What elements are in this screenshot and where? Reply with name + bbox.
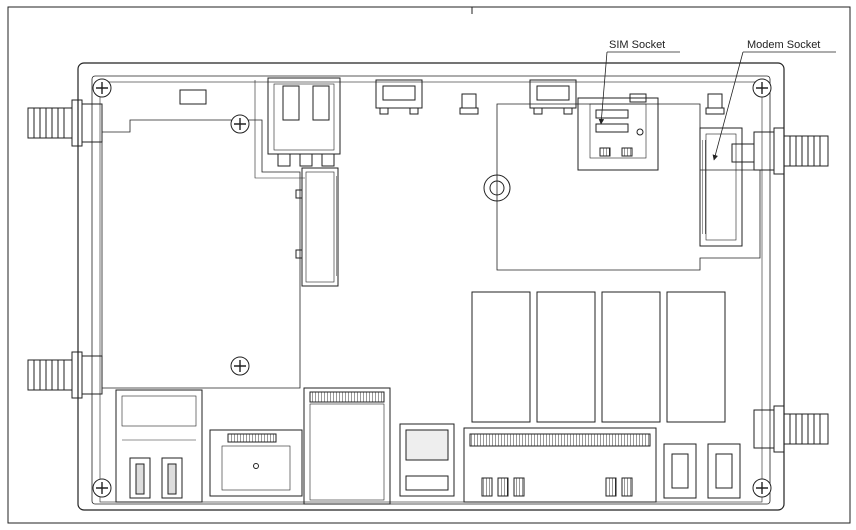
mpcie-slot	[295, 167, 339, 287]
standoff	[483, 174, 511, 202]
callout-sim-socket: SIM Socket	[598, 39, 680, 125]
usb-small	[399, 423, 455, 497]
rj45-jack	[115, 389, 203, 503]
callout-modem-socket: Modem Socket	[712, 39, 836, 161]
modem-pcb	[496, 103, 761, 271]
screw-icon	[230, 356, 250, 376]
enclosure	[77, 62, 785, 511]
screw-icon	[92, 478, 112, 498]
modem-socket	[699, 127, 755, 247]
terminal-block	[463, 427, 657, 503]
antenna-right-bottom	[753, 405, 829, 453]
pcb-edge-trace	[254, 80, 305, 179]
antenna-left-top	[27, 99, 103, 147]
diagram-frame	[7, 6, 851, 524]
sim-socket	[577, 97, 659, 171]
usb-connector-top	[267, 77, 341, 167]
main-pcb	[101, 119, 301, 389]
top-connectors	[179, 79, 725, 115]
screw-icon	[230, 114, 250, 134]
antenna-left-bottom	[27, 351, 103, 399]
screw-icon	[92, 78, 112, 98]
modem-socket-label: Modem Socket	[747, 39, 820, 51]
screw-icon	[752, 478, 772, 498]
screws	[92, 78, 772, 498]
switches	[663, 443, 741, 499]
screw-icon	[752, 78, 772, 98]
antenna-right-top	[753, 127, 829, 175]
pads	[471, 291, 726, 423]
stack-connector	[303, 387, 391, 505]
sim-socket-label: SIM Socket	[609, 39, 665, 51]
board-connector	[209, 429, 303, 497]
